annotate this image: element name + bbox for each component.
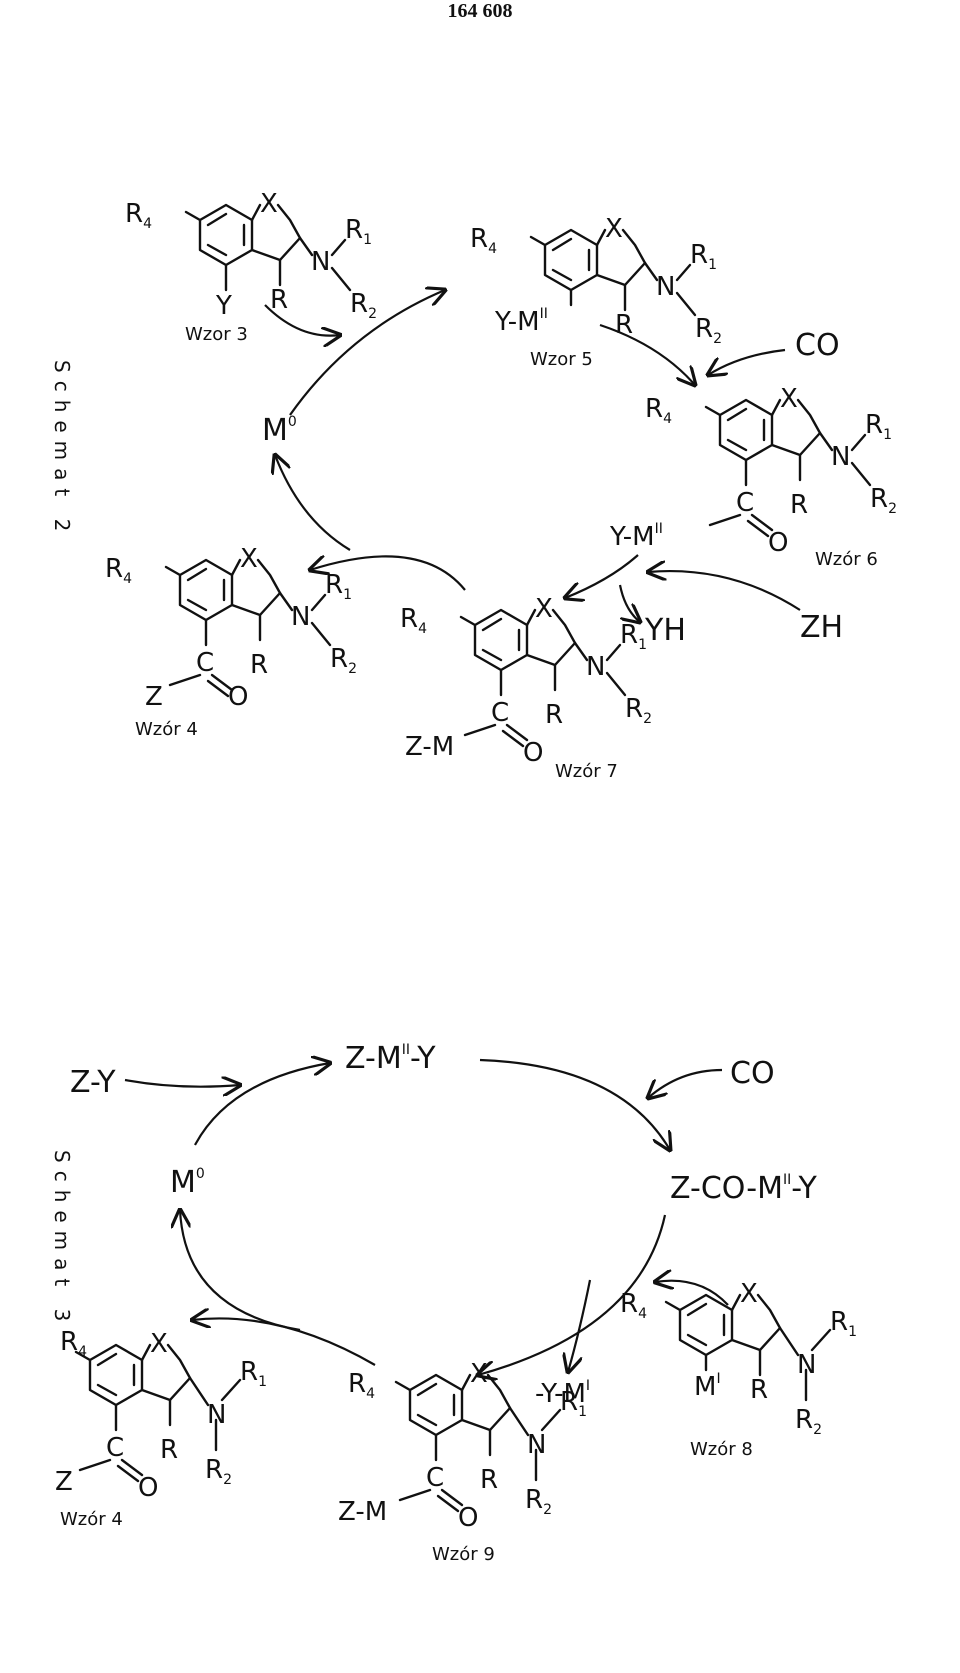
r4-label: R4 bbox=[348, 1369, 375, 1402]
y-mi-label: -Y-MI bbox=[535, 1378, 590, 1409]
carbonyl-c-label: C bbox=[426, 1463, 444, 1493]
acyl-z-label: Z bbox=[145, 682, 163, 712]
ring-x-label: X bbox=[535, 594, 553, 624]
acyl-zm-label: Z-M bbox=[405, 732, 454, 762]
caption-wzor-9: Wzór 9 bbox=[432, 1544, 495, 1565]
amine-n-label: N bbox=[586, 652, 605, 682]
r2-label: R2 bbox=[205, 1455, 232, 1488]
r1-label: R1 bbox=[345, 215, 372, 248]
molecule-wzor-3: X N R4 R1 R2 Y R Wzor 3 bbox=[125, 189, 377, 345]
r-label: R bbox=[790, 490, 808, 520]
ring-x-label: X bbox=[780, 384, 798, 414]
ring-x-label: X bbox=[260, 189, 278, 219]
caption-wzor-5: Wzor 5 bbox=[530, 349, 593, 370]
z-y-label: Z-Y bbox=[70, 1065, 116, 1100]
substituent-mi-label: MI bbox=[694, 1371, 721, 1402]
r1-label: R1 bbox=[830, 1307, 857, 1340]
catalyst-m0-label: M0 bbox=[262, 413, 297, 448]
reagent-zh-label: ZH bbox=[800, 610, 843, 645]
molecule-wzor-6: X N R4 R1 R2 C O Y-MII R Wzór 6 bbox=[609, 384, 897, 570]
r1-label: R1 bbox=[865, 410, 892, 443]
ring-x-label: X bbox=[240, 544, 258, 574]
caption-wzor-8: Wzór 8 bbox=[690, 1439, 753, 1460]
acyl-zm-label: Z-M bbox=[338, 1497, 387, 1527]
r2-label: R2 bbox=[625, 694, 652, 727]
carbonyl-o-label: O bbox=[523, 738, 543, 768]
r1-label: R1 bbox=[240, 1357, 267, 1390]
amine-n-label: N bbox=[831, 442, 850, 472]
r4-label: R4 bbox=[125, 199, 152, 232]
caption-wzor-3: Wzor 3 bbox=[185, 324, 248, 345]
molecule-wzor-7: X N R4 R1 R2 C O Z-M R Wzór 7 bbox=[400, 594, 652, 782]
substituent-y-label: Y bbox=[215, 291, 232, 321]
r-label: R bbox=[750, 1375, 768, 1405]
molecule-wzor-4-scheme3: X N R4 R1 R2 C O Z R Wzór 4 bbox=[55, 1327, 267, 1530]
carbonyl-c-label: C bbox=[106, 1433, 124, 1463]
caption-wzor-6: Wzór 6 bbox=[815, 549, 878, 570]
r2-label: R2 bbox=[350, 289, 377, 322]
r-label: R bbox=[545, 700, 563, 730]
carbonyl-o-label: O bbox=[768, 528, 788, 558]
scheme-3-arrows bbox=[124, 1060, 729, 1375]
ring-x-label: X bbox=[605, 214, 623, 244]
r1-label: R1 bbox=[325, 570, 352, 603]
amine-n-label: N bbox=[527, 1430, 546, 1460]
carbonyl-c-label: C bbox=[196, 648, 214, 678]
r4-label: R4 bbox=[105, 554, 132, 587]
page-number: 164 608 bbox=[447, 0, 513, 22]
substituent-ymii-label: Y-MII bbox=[494, 306, 548, 337]
r2-label: R2 bbox=[330, 644, 357, 677]
r4-label: R4 bbox=[400, 604, 427, 637]
r4-label: R4 bbox=[620, 1289, 647, 1322]
carbonyl-c-label: C bbox=[491, 698, 509, 728]
amine-n-label: N bbox=[207, 1400, 226, 1430]
molecule-wzor-5: X N R4 R1 R2 Y-MII R Wzor 5 bbox=[470, 214, 722, 370]
r1-label: R1 bbox=[690, 240, 717, 273]
r2-label: R2 bbox=[795, 1405, 822, 1438]
amine-n-label: N bbox=[656, 272, 675, 302]
r1-label: R1 bbox=[560, 1387, 587, 1420]
r2-label: R2 bbox=[870, 484, 897, 517]
acyl-ymii-label: Y-MII bbox=[609, 521, 663, 552]
carbonyl-o-label: O bbox=[458, 1503, 478, 1533]
amine-n-label: N bbox=[797, 1350, 816, 1380]
r-label: R bbox=[160, 1435, 178, 1465]
r-label: R bbox=[615, 310, 633, 340]
carbonyl-c-label: C bbox=[736, 488, 754, 518]
scheme-2-arrows bbox=[264, 290, 801, 622]
ring-x-label: X bbox=[150, 1329, 168, 1359]
caption-wzor-4: Wzór 4 bbox=[135, 719, 198, 740]
scheme-3-label: Schemat 3 bbox=[50, 1150, 74, 1330]
catalyst-m0-label: M0 bbox=[170, 1165, 205, 1200]
ring-x-label: X bbox=[740, 1279, 758, 1309]
carbonyl-o-label: O bbox=[228, 682, 248, 712]
amine-n-label: N bbox=[311, 247, 330, 277]
carbonyl-o-label: O bbox=[138, 1473, 158, 1503]
z-mii-y-label: Z-MII-Y bbox=[345, 1041, 436, 1076]
amine-n-label: N bbox=[291, 602, 310, 632]
r4-label: R4 bbox=[645, 394, 672, 427]
r4-label: R4 bbox=[60, 1327, 87, 1360]
molecule-wzor-4-scheme2: X N R4 R1 R2 C O Z R Wzór 4 bbox=[105, 544, 357, 740]
caption-wzor-7: Wzór 7 bbox=[555, 761, 618, 782]
r4-label: R4 bbox=[470, 224, 497, 257]
r1-label: R1 bbox=[620, 620, 647, 653]
acyl-z-label: Z bbox=[55, 1467, 73, 1497]
scheme-2-label: Schemat 2 bbox=[50, 360, 74, 540]
reagent-co-label: CO bbox=[795, 328, 840, 363]
molecule-wzor-8: X N R4 R1 R2 MI R Wzór 8 bbox=[620, 1279, 857, 1460]
r2-label: R2 bbox=[695, 314, 722, 347]
co-label: CO bbox=[730, 1056, 775, 1091]
r-label: R bbox=[480, 1465, 498, 1495]
r-label: R bbox=[270, 285, 288, 315]
z-co-mii-y-label: Z-CO-MII-Y bbox=[670, 1171, 818, 1206]
r-label: R bbox=[250, 650, 268, 680]
byproduct-yh-label: YH bbox=[644, 613, 686, 648]
r2-label: R2 bbox=[525, 1485, 552, 1518]
caption-wzor-4: Wzór 4 bbox=[60, 1509, 123, 1530]
